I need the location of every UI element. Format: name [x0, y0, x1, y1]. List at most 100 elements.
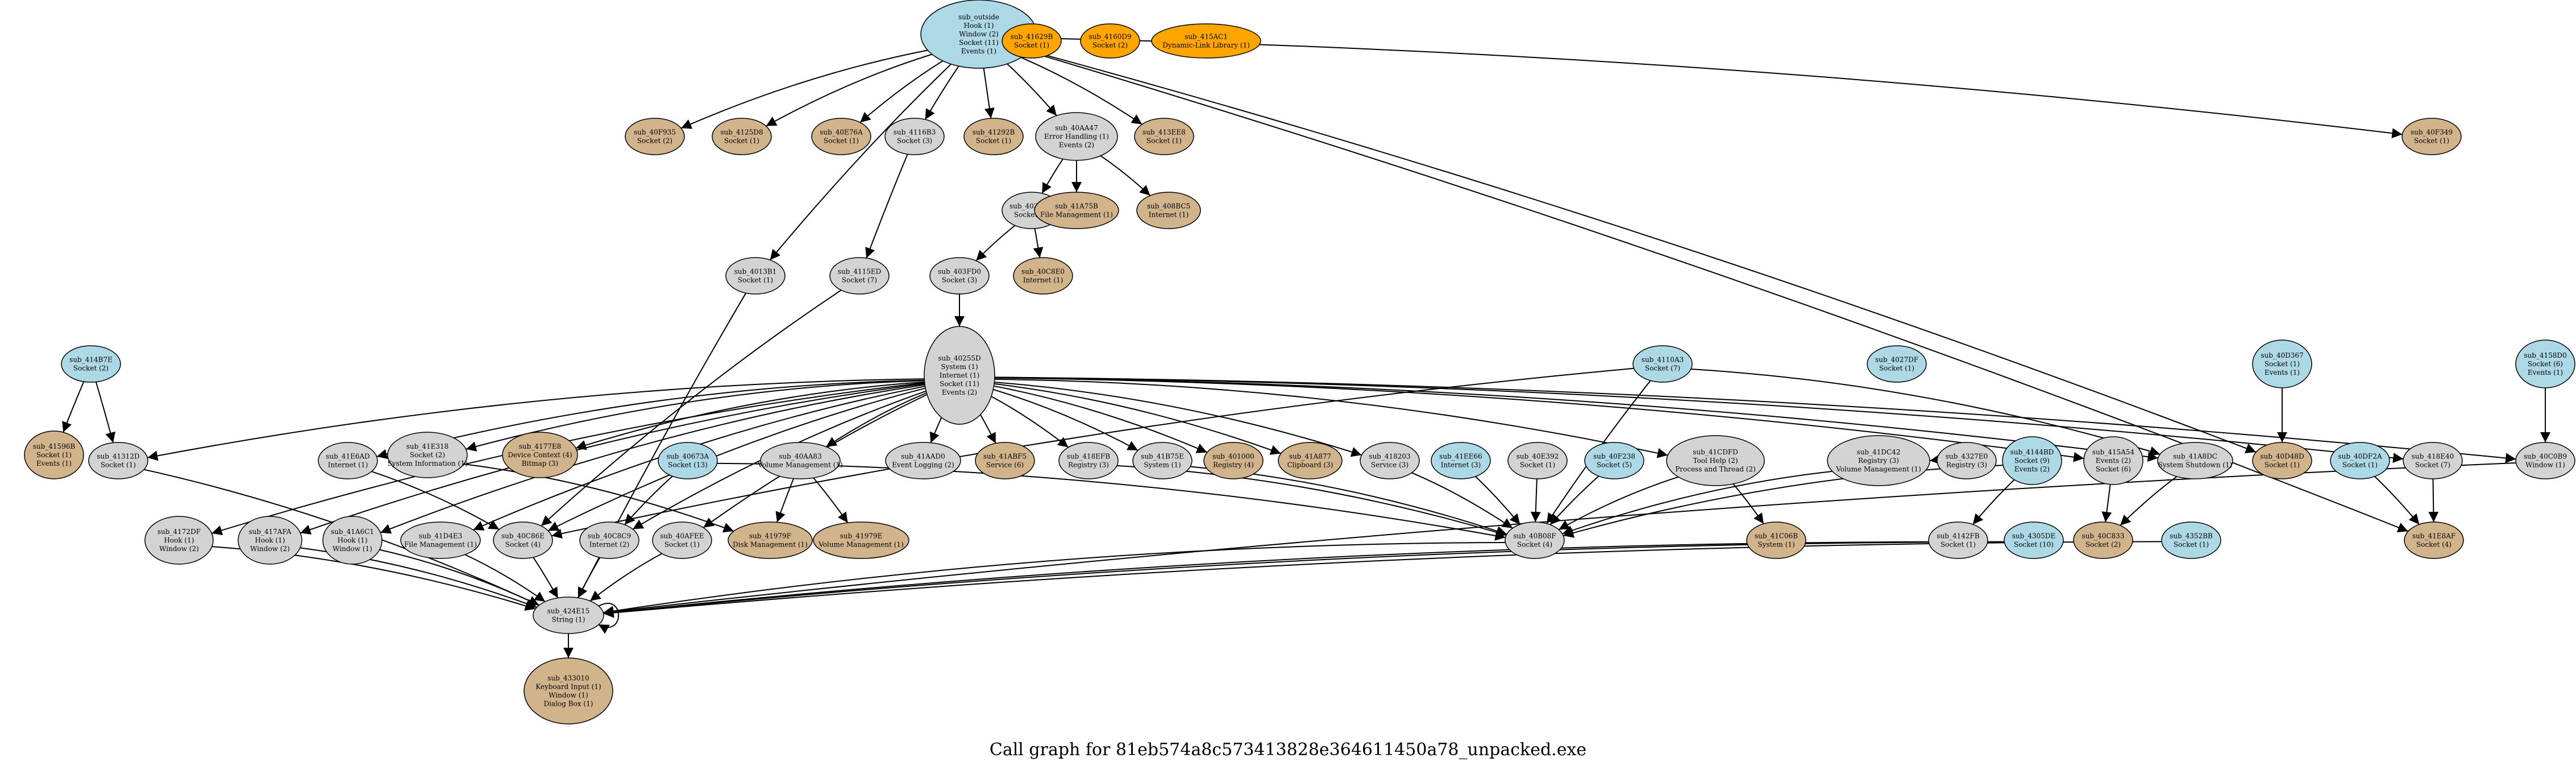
node-shape	[2515, 340, 2575, 388]
node-label: sub_40AA83	[779, 453, 821, 461]
node-detail: Error Handling (1)	[1044, 133, 1109, 140]
node-shape	[2083, 436, 2143, 485]
node-label: sub_41E8AF	[2412, 532, 2455, 540]
node-label: sub_41EE66	[1439, 453, 1482, 461]
edge-sub_41DC42-to-sub_40B08F	[1562, 470, 1833, 536]
node-shape	[652, 521, 712, 559]
node-detail: Socket (4)	[2416, 541, 2452, 549]
node-detail: Socket (1)	[36, 451, 72, 459]
edge-sub_403DEC-to-sub_403FD0	[975, 225, 1016, 262]
edge-sub_41A8DC-to-sub_40C833	[2120, 476, 2178, 526]
node-detail: System Shutdown (1)	[2158, 461, 2233, 469]
node-shape	[1002, 23, 1062, 59]
node-detail: Socket (2)	[637, 137, 672, 145]
node-label: sub_4177E8	[519, 442, 562, 450]
node-detail: Disk Management (1)	[733, 541, 808, 549]
node-detail: Socket (1)	[2414, 137, 2449, 145]
node-label: sub_41596B	[33, 442, 76, 450]
node-label: sub_414B7E	[69, 356, 113, 364]
node-detail: Registry (3)	[1858, 457, 1899, 465]
node-label: sub_40C86E	[501, 532, 545, 540]
node-shape	[2252, 340, 2312, 388]
edges	[62, 38, 2550, 658]
node-detail: System (1)	[1144, 461, 1181, 469]
edge-sub_40255D-to-sub_41E6AD	[376, 379, 925, 459]
node-detail: Hook (1)	[964, 22, 994, 30]
node-detail: Dialog Box (1)	[544, 700, 593, 708]
node-shape	[400, 521, 481, 559]
node-shape	[2157, 442, 2233, 479]
node-label: sub_4172DF	[157, 528, 201, 536]
node-detail: Hook (1)	[338, 536, 368, 544]
edge-sub_414B7E-to-sub_41312D	[95, 382, 116, 443]
node-label: sub_415A54	[2092, 448, 2135, 456]
node-shape	[523, 657, 613, 725]
node-label: sub_4158D0	[2524, 351, 2566, 359]
node-detail: Registry (3)	[1946, 461, 1987, 469]
node-detail: Internet (1)	[1023, 276, 1063, 284]
node-detail: Dynamic-Link Library (1)	[1162, 42, 1250, 49]
node-shape	[1666, 435, 1765, 486]
node-detail: Window (2)	[959, 30, 999, 38]
node-label: sub_40255D	[938, 354, 980, 362]
edge-sub_4115ED-to-sub_40C86E	[541, 289, 842, 527]
node-shape	[2330, 442, 2390, 479]
node-detail: Tool Help (2)	[1693, 457, 1738, 465]
edge-sub_40255D-to-sub_41312D	[147, 378, 925, 461]
node-detail: Internet (1)	[328, 461, 368, 469]
node-shape	[963, 118, 1024, 155]
edge-sub_40AA47-to-sub_408BC5	[1100, 155, 1151, 196]
edge-sub_40C86E-to-sub_424E15	[533, 557, 559, 598]
edge-sub_40C8C9-to-sub_424E15	[577, 557, 601, 598]
node-label: sub_41A877	[1289, 453, 1331, 461]
node-shape	[88, 442, 148, 479]
edge-sub_40E392-to-sub_40B08F	[1530, 478, 1541, 523]
node-label: sub_4116B3	[894, 129, 936, 136]
node-shape	[1505, 521, 1565, 559]
node-shape	[2073, 521, 2133, 559]
node-shape	[493, 521, 553, 559]
node-label: sub_41DC42	[1857, 448, 1901, 456]
node-label: sub_41AAD0	[901, 453, 945, 461]
node-shape	[144, 516, 214, 565]
edge-sub_424E15-to-sub_424E15	[598, 602, 620, 634]
edge-sub_outside-to-sub_40AA47	[1007, 63, 1057, 116]
edge-sub_40255D-to-sub_41B75E	[993, 388, 1139, 451]
node-label: sub_40C8E0	[1021, 268, 1065, 276]
node-label: sub_40F238	[1593, 453, 1635, 461]
node-shape	[1136, 192, 1201, 229]
node-detail: Hook (1)	[255, 536, 285, 544]
node-detail: Socket (1)	[2265, 360, 2300, 368]
node-detail: Socket (3)	[897, 137, 932, 145]
edge-sub_40255D-to-sub_418203	[994, 382, 1362, 457]
node-detail: Socket (2)	[1092, 42, 1128, 49]
node-label: sub_41312D	[97, 453, 139, 461]
node-detail: Events (2)	[1059, 141, 1094, 149]
node-detail: Socket (7)	[2415, 461, 2450, 469]
node-shape	[1080, 23, 1140, 59]
node-label: sub_40673A	[667, 453, 709, 461]
node-detail: Socket (6)	[2096, 465, 2131, 473]
